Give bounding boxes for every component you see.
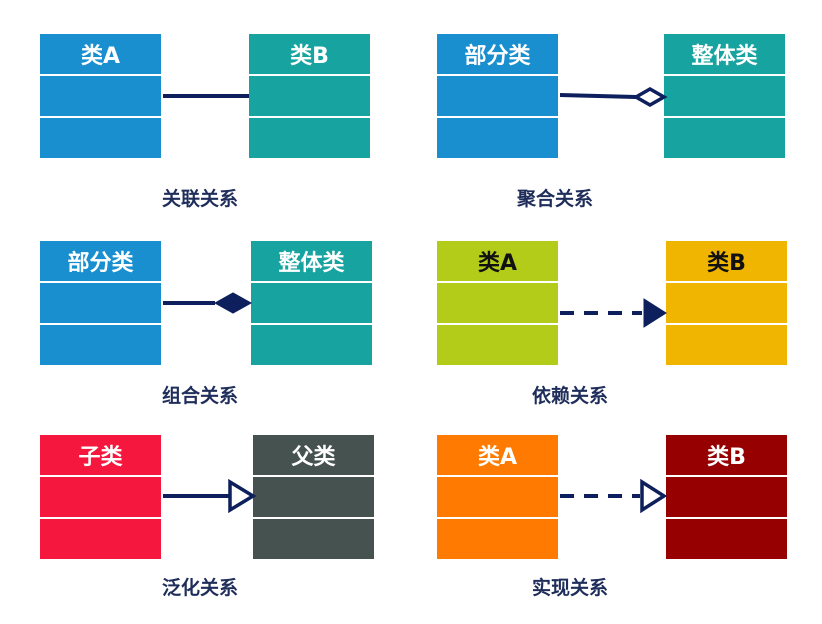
- class-header: 部分类: [40, 241, 161, 281]
- class-method-compartment: [437, 116, 558, 158]
- class-header: 类A: [40, 34, 161, 74]
- hollow-diamond-icon: [632, 86, 668, 108]
- class-attribute-compartment: [40, 74, 161, 116]
- dependency-connector: [560, 298, 667, 328]
- class-header: 整体类: [664, 34, 785, 74]
- relation-caption: 实现关系: [531, 577, 608, 599]
- relation-caption: 聚合关系: [516, 188, 593, 210]
- class-box-right: 类B: [249, 34, 370, 158]
- class-box-right: 类B: [666, 241, 787, 365]
- class-method-compartment: [40, 323, 161, 365]
- class-title: 整体类: [691, 44, 758, 69]
- class-title: 部分类: [464, 44, 531, 69]
- class-attribute-compartment: [664, 74, 785, 116]
- composition-connector: [163, 292, 253, 314]
- class-attribute-compartment: [666, 475, 787, 517]
- class-header: 类B: [666, 435, 787, 475]
- generalization-connector: [163, 478, 257, 514]
- class-box-left: 类A: [437, 241, 558, 365]
- class-header: 类B: [249, 34, 370, 74]
- realization-connector: [560, 478, 668, 514]
- class-method-compartment: [664, 116, 785, 158]
- relation-caption: 依赖关系: [531, 385, 608, 407]
- class-method-compartment: [40, 116, 161, 158]
- class-box-right: 父类: [253, 435, 374, 559]
- class-attribute-compartment: [40, 281, 161, 323]
- hollow-triangle-icon: [228, 478, 257, 514]
- class-method-compartment: [40, 517, 161, 559]
- class-attribute-compartment: [253, 475, 374, 517]
- class-method-compartment: [666, 517, 787, 559]
- class-title: 整体类: [278, 251, 345, 276]
- class-box-right: 整体类: [251, 241, 372, 365]
- hollow-triangle-icon: [640, 478, 668, 514]
- class-header: 类A: [437, 435, 558, 475]
- class-title: 类A: [80, 44, 121, 69]
- class-box-right: 整体类: [664, 34, 785, 158]
- class-box-left: 类A: [40, 34, 161, 158]
- class-attribute-compartment: [666, 281, 787, 323]
- class-box-left: 类A: [437, 435, 558, 559]
- class-attribute-compartment: [249, 74, 370, 116]
- class-attribute-compartment: [437, 475, 558, 517]
- class-title: 类B: [707, 251, 746, 276]
- relation-caption: 泛化关系: [161, 577, 238, 599]
- class-box-right: 类B: [666, 435, 787, 559]
- class-header: 整体类: [251, 241, 372, 281]
- class-method-compartment: [666, 323, 787, 365]
- class-header: 父类: [253, 435, 374, 475]
- filled-diamond-icon: [213, 292, 253, 314]
- relation-caption: 组合关系: [161, 385, 238, 407]
- class-title: 类A: [477, 445, 518, 470]
- class-header: 类A: [437, 241, 558, 281]
- class-method-compartment: [249, 116, 370, 158]
- filled-arrowhead-icon: [643, 298, 667, 328]
- class-method-compartment: [253, 517, 374, 559]
- class-method-compartment: [251, 323, 372, 365]
- class-box-left: 部分类: [40, 241, 161, 365]
- class-header: 子类: [40, 435, 161, 475]
- class-attribute-compartment: [437, 281, 558, 323]
- relation-caption: 关联关系: [161, 188, 238, 210]
- class-attribute-compartment: [40, 475, 161, 517]
- class-title: 父类: [291, 445, 336, 470]
- class-box-left: 子类: [40, 435, 161, 559]
- aggregation-connector: [559, 86, 668, 108]
- class-title: 部分类: [67, 251, 134, 276]
- class-header: 部分类: [437, 34, 558, 74]
- class-title: 类B: [290, 44, 329, 69]
- class-title: 类B: [707, 445, 746, 470]
- class-method-compartment: [437, 517, 558, 559]
- class-header: 类B: [666, 241, 787, 281]
- aggregation-line: [559, 93, 637, 99]
- class-title: 子类: [78, 445, 123, 470]
- class-box-left: 部分类: [437, 34, 558, 158]
- class-attribute-compartment: [437, 74, 558, 116]
- class-title: 类A: [477, 251, 518, 276]
- class-method-compartment: [437, 323, 558, 365]
- class-attribute-compartment: [251, 281, 372, 323]
